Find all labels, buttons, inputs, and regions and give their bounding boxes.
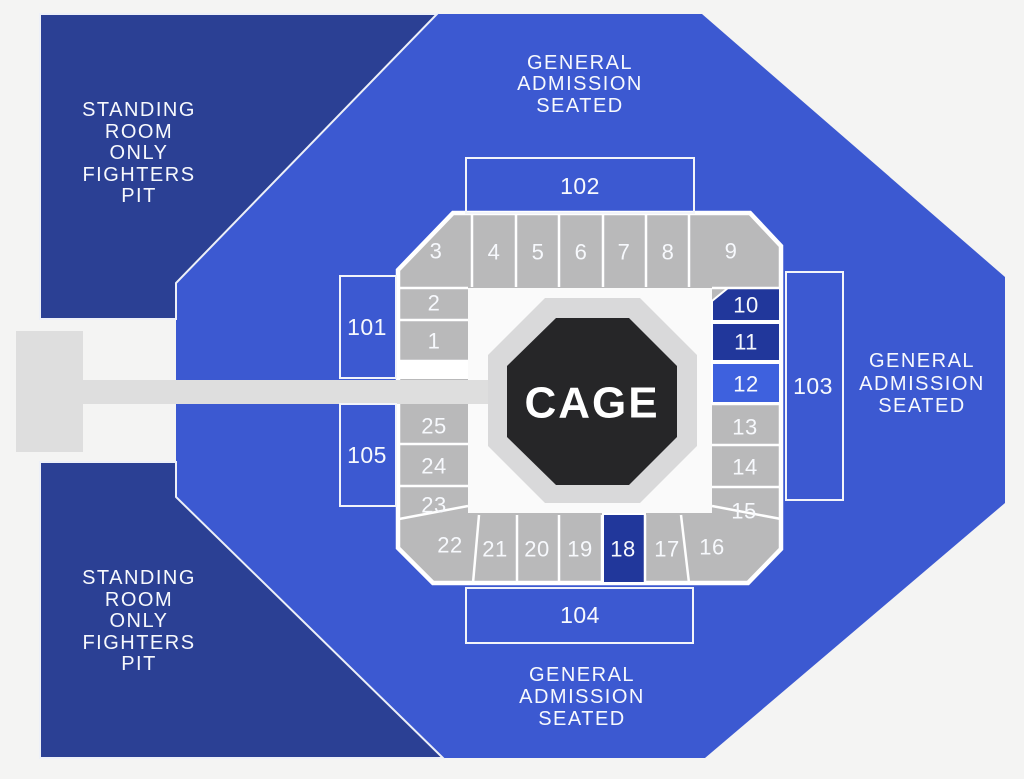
pit-label-line: FIGHTERS xyxy=(82,632,195,654)
section-3-label[interactable]: 3 xyxy=(430,239,443,264)
pit-label-line: PIT xyxy=(121,185,157,207)
ga-label-line: GENERAL xyxy=(869,350,975,372)
zone-102-label: 102 xyxy=(560,173,600,199)
section-11-label[interactable]: 11 xyxy=(734,330,758,355)
section-17-label[interactable]: 17 xyxy=(654,537,679,562)
fighters-pit-top-label: STANDING ROOM ONLY FIGHTERS PIT xyxy=(82,99,196,207)
section-5-label[interactable]: 5 xyxy=(532,240,545,265)
section-10-label[interactable]: 10 xyxy=(733,293,758,318)
zone-105-label: 105 xyxy=(347,442,387,468)
ga-label-right: GENERAL ADMISSION SEATED xyxy=(859,350,985,417)
zone-104-label: 104 xyxy=(560,602,600,628)
ga-label-line: ADMISSION xyxy=(859,373,985,395)
pit-label-line: ONLY xyxy=(110,142,169,164)
ga-label-line: GENERAL xyxy=(527,52,633,74)
pit-label-line: ROOM xyxy=(105,589,173,611)
ga-label-line: SEATED xyxy=(538,708,626,730)
fighters-pit-bottom-label: STANDING ROOM ONLY FIGHTERS PIT xyxy=(82,567,196,675)
zone-103[interactable] xyxy=(785,271,844,501)
section-blank xyxy=(400,362,468,379)
pit-label-line: STANDING xyxy=(82,567,196,589)
section-dividers xyxy=(398,215,782,584)
section-19-label[interactable]: 19 xyxy=(567,537,592,562)
ga-label-line: ADMISSION xyxy=(517,73,643,95)
zone-101-label: 101 xyxy=(347,314,387,340)
section-1-label[interactable]: 1 xyxy=(428,329,441,354)
zone-105[interactable] xyxy=(339,403,397,507)
ga-label-line: ADMISSION xyxy=(519,686,645,708)
section-12[interactable] xyxy=(711,362,781,404)
section-4-label[interactable]: 4 xyxy=(488,240,501,265)
pit-label-line: ROOM xyxy=(105,121,173,143)
pit-label-line: STANDING xyxy=(82,99,196,121)
section-25-label[interactable]: 25 xyxy=(421,414,446,439)
section-23-label[interactable]: 23 xyxy=(421,493,446,518)
entrance-block xyxy=(16,331,83,452)
pit-label-line: PIT xyxy=(121,653,157,675)
section-21-label[interactable]: 21 xyxy=(482,537,507,562)
section-8-label[interactable]: 8 xyxy=(662,240,675,265)
section-18-label[interactable]: 18 xyxy=(610,537,635,562)
section-6-label[interactable]: 6 xyxy=(575,240,588,265)
section-13-label[interactable]: 13 xyxy=(732,415,757,440)
zone-103-label: 103 xyxy=(793,373,833,399)
ga-label-bottom: GENERAL ADMISSION SEATED xyxy=(519,664,645,730)
section-15-label[interactable]: 15 xyxy=(731,499,756,524)
section-24-label[interactable]: 24 xyxy=(421,454,446,479)
ga-label-line: SEATED xyxy=(878,395,966,417)
pit-label-line: FIGHTERS xyxy=(82,164,195,186)
section-9-label[interactable]: 9 xyxy=(725,239,738,264)
section-12-label[interactable]: 12 xyxy=(733,372,758,397)
ga-label-line: GENERAL xyxy=(529,664,635,686)
section-7-label[interactable]: 7 xyxy=(618,240,631,265)
zone-104[interactable] xyxy=(465,587,694,644)
zone-102[interactable] xyxy=(465,157,695,214)
ga-label-line: SEATED xyxy=(536,95,624,117)
cage-label: CAGE xyxy=(524,379,659,428)
cage-octagon xyxy=(507,318,677,485)
pit-label-line: ONLY xyxy=(110,610,169,632)
section-16-label[interactable]: 16 xyxy=(699,535,724,560)
fighters-pit-bottom-left[interactable] xyxy=(39,461,446,759)
section-2-label[interactable]: 2 xyxy=(428,291,441,316)
section-22-label[interactable]: 22 xyxy=(437,533,462,558)
section-14-label[interactable]: 14 xyxy=(732,455,757,480)
fighters-pit-top-left[interactable] xyxy=(39,13,440,320)
zone-101[interactable] xyxy=(339,275,397,379)
walkway-corridor xyxy=(83,380,490,404)
section-11[interactable] xyxy=(711,322,781,362)
section-20-label[interactable]: 20 xyxy=(524,537,549,562)
section-labels: 3 4 5 6 7 8 9 2 1 10 11 12 13 14 15 25 2… xyxy=(421,239,758,562)
ga-label-top: GENERAL ADMISSION SEATED xyxy=(517,52,643,117)
